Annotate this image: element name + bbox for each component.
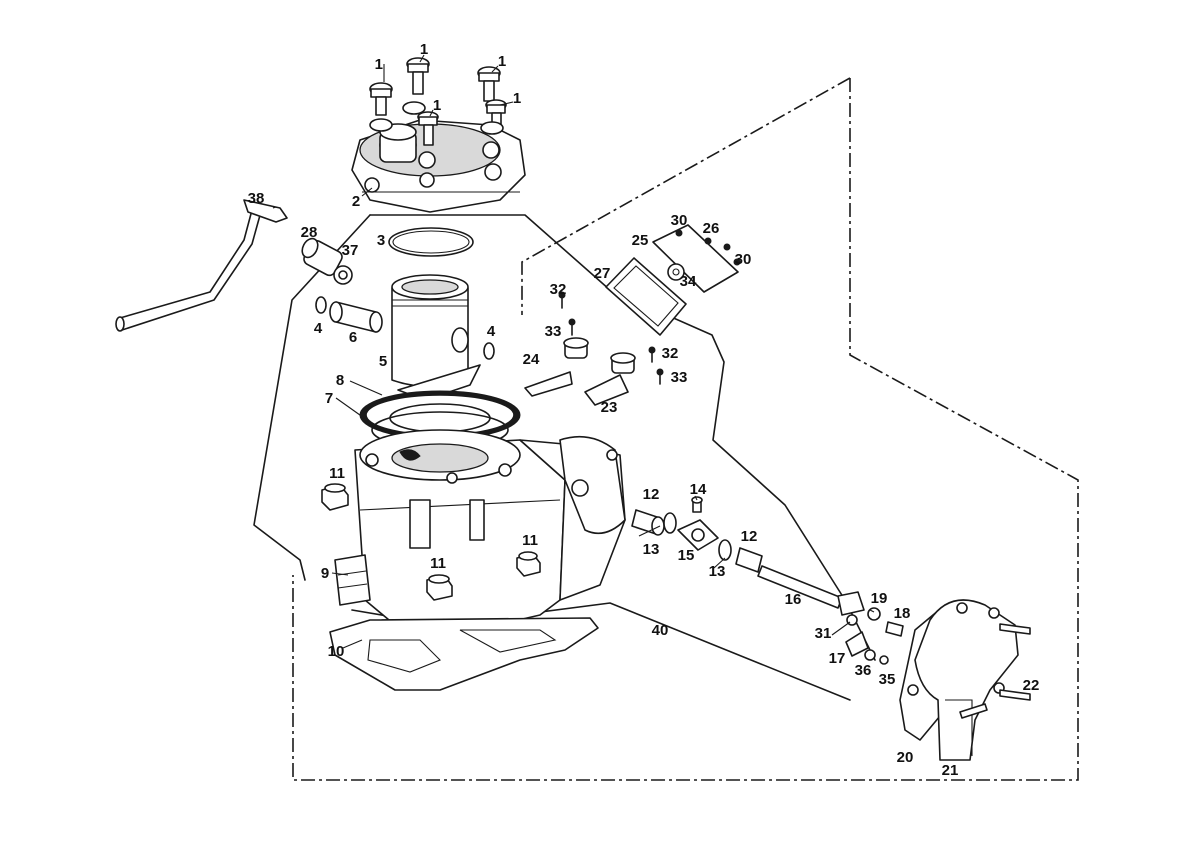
callout-label: 11 [430,555,446,572]
group-40-boundary [292,78,1079,781]
callout-label: 10 [328,643,345,660]
callout-label: 12 [643,486,660,503]
callout-label: 31 [815,625,832,642]
part-24-valve [524,337,589,397]
callout-label: 8 [336,372,344,389]
callout-label: 38 [248,190,265,207]
callout-label: 1 [513,90,521,107]
callout-label: 6 [349,329,357,346]
callout-label: 4 [487,323,496,340]
callout-label: 33 [671,369,688,386]
bolt [417,111,439,146]
callout-label: 9 [321,565,329,582]
part-2-cylinder-head [351,119,526,213]
callout-label: 26 [703,220,720,237]
part-28-fitting [301,237,353,285]
callout-label: 32 [550,281,567,298]
part-5-piston [391,274,481,401]
valve-group-boundary [521,77,851,315]
callout-label: 3 [377,232,385,249]
callout-label: 32 [662,345,679,362]
part-1-head-bolts [369,57,507,146]
callout-label: 1 [433,97,441,114]
bolt [480,99,507,135]
callout-label: 24 [523,351,540,368]
nut [321,483,349,511]
callout-label: 40 [652,622,669,639]
part-13-seal-left [663,512,677,534]
callout-label: 30 [671,212,688,229]
callout-label: 14 [690,481,707,498]
callout-label: 28 [301,224,318,241]
part-6-piston-pin [329,301,383,333]
part-16-shaft [757,565,865,616]
callout-label: 34 [680,273,697,290]
callout-label: 16 [785,591,802,608]
part-23-valve [584,352,636,406]
callout-label: 1 [498,53,506,70]
callout-label: 19 [871,590,888,607]
callout-label: 12 [741,528,758,545]
callout-label: 2 [352,193,360,210]
callout-label: 1 [420,41,428,58]
callout-labels: 1 1 1 1 1 2 3 4 4 5 6 7 8 9 10 11 11 11 … [248,41,1040,779]
part-4-clip-right [483,342,495,360]
part-15-lever [677,519,719,551]
bolt [369,82,393,132]
callout-label: 4 [314,320,323,337]
leader-lines [272,54,875,649]
nut [426,574,453,601]
part-12-bushing-left [631,509,665,536]
part-11-nuts [321,483,541,601]
cover-screws [675,229,741,266]
callout-label: 30 [735,251,752,268]
part-21-cover [907,599,1019,761]
valve-screws [558,291,664,385]
exhaust-valve-housing [519,435,626,601]
callout-label: 1 [375,56,383,73]
callout-label: 11 [522,532,538,549]
callout-label: 21 [942,762,959,779]
callout-label: 5 [379,353,387,370]
cylinder-group-outline-left [253,214,371,581]
part-10-base-gasket [329,617,599,691]
bolt [477,66,501,102]
part-12-bushing-right [735,547,763,573]
callout-label: 15 [678,547,695,564]
callout-label: 13 [643,541,660,558]
callout-label: 37 [342,242,359,259]
part-25-cover [652,224,739,293]
callout-label: 20 [897,749,914,766]
callout-label: 7 [325,390,333,407]
part-8-gasket [359,390,521,440]
nut [516,551,541,577]
callout-label: 23 [601,399,618,416]
callout-label: 25 [632,232,649,249]
callout-label: 36 [855,662,872,679]
callout-label: 18 [894,605,911,622]
callout-label: 11 [329,465,345,482]
part-3-piston-ring [388,227,474,257]
part-13-seal-right [718,539,732,561]
cylinder-group-outline [369,214,876,661]
callout-label: 22 [1023,677,1040,694]
small-hardware [845,607,904,665]
part-22-screws [959,623,1031,719]
callout-label: 35 [879,671,896,688]
bolt [402,57,430,115]
callout-label: 17 [829,650,846,667]
callout-label: 13 [709,563,726,580]
part-4-clip-left [315,296,327,314]
part-38-hose [115,199,288,332]
part-27-gasket [605,257,687,336]
part-9-cylinder [334,429,566,631]
callout-label: 33 [545,323,562,340]
callout-label: 27 [594,265,611,282]
